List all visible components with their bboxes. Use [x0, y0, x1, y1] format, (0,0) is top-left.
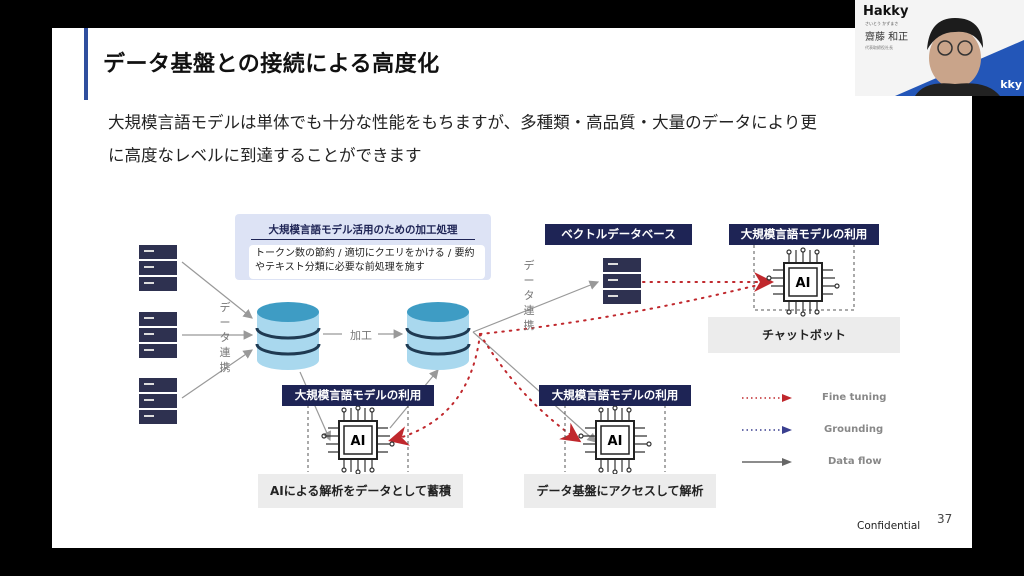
access-box: データ基盤にアクセスして解析 [524, 474, 716, 508]
webcam-name-kana: さいとう かずまさ [865, 21, 899, 26]
llm-use-label-access: 大規模言語モデルの利用 [539, 385, 691, 406]
webcam-speaker-name: 齋藤 和正 [865, 32, 909, 43]
processing-box-divider [251, 239, 475, 240]
webcam-brand-overlay: kky [1000, 78, 1022, 91]
processing-box-title: 大規模言語モデル活用のための加工処理 [268, 224, 458, 236]
confidential-label: Confidential [857, 520, 921, 532]
legend-data-flow-arrow-icon [782, 458, 792, 466]
legend-grounding-arrow-icon [782, 426, 792, 434]
ai-chip-text-1: AI [351, 434, 366, 449]
lead-line-2: に高度なレベルに到達することができます [108, 146, 422, 165]
process-label: 加工 [350, 329, 372, 342]
ai-chip-text-3: AI [796, 276, 811, 291]
llm-use-label-chatbot: 大規模言語モデルの利用 [729, 224, 879, 245]
title-accent-bar [84, 28, 88, 100]
vector-db-label: ベクトルデータベース [545, 224, 692, 245]
processed-database-icon [405, 300, 471, 372]
webcam-speaker-role: 代表取締役社長 [865, 45, 893, 50]
webcam-background [895, 18, 1024, 96]
source-server-icon-1 [139, 245, 177, 291]
raw-database-icon [255, 300, 321, 372]
legend-fine-tuning: Fine tuning [822, 392, 887, 403]
data-link-label-left: データ連携 [219, 301, 231, 374]
processing-box-body: トークン数の節約 / 適切にクエリをかける / 要約やテキスト分類に必要な前処理… [249, 245, 485, 279]
llm-use-label-accumulate: 大規模言語モデルの利用 [282, 385, 434, 406]
chatbot-box: チャットボット [708, 317, 900, 353]
legend-grounding: Grounding [824, 424, 884, 435]
source-server-icon-2 [139, 312, 177, 358]
processing-box: 大規模言語モデル活用のための加工処理 トークン数の節約 / 適切にクエリをかける… [235, 214, 491, 280]
ai-chip-text-2: AI [608, 434, 623, 449]
vector-database-icon [603, 258, 641, 304]
slide-title: データ基盤との接続による高度化 [103, 52, 440, 77]
webcam-brand-logo: Hakky [863, 4, 909, 19]
data-link-label-right: データ連携 [523, 259, 535, 332]
webcam-overlay: Hakky さいとう かずまさ 齋藤 和正 代表取締役社長 kky [855, 0, 1024, 96]
legend-data-flow: Data flow [828, 456, 882, 467]
slide-lead-text: 大規模言語モデルは単体でも十分な性能をもちますが、多種類・高品質・大量のデータに… [108, 106, 908, 172]
page-number: 37 [937, 512, 953, 526]
legend-fine-tuning-arrow-icon [782, 394, 792, 402]
accumulate-box: AIによる解析をデータとして蓄積 [258, 474, 463, 508]
lead-line-1: 大規模言語モデルは単体でも十分な性能をもちますが、多種類・高品質・大量のデータに… [108, 113, 817, 132]
source-server-icon-3 [139, 378, 177, 424]
